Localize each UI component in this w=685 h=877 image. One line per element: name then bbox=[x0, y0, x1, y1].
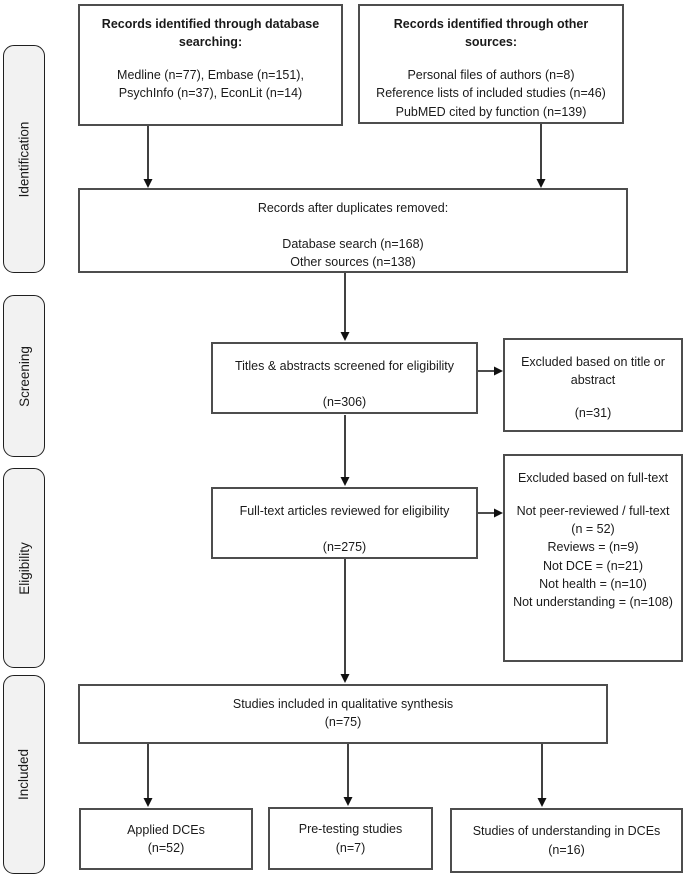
box-excluded-fulltext-title: Excluded based on full-text bbox=[517, 471, 669, 485]
box-other-sources-title: Records identified through other sources… bbox=[393, 17, 589, 50]
box-fulltext-reviewed-title: Full-text articles reviewed for eligibil… bbox=[239, 504, 450, 518]
stage-label-included: Included bbox=[3, 675, 45, 874]
stage-label-eligibility-text: Eligibility bbox=[16, 541, 32, 595]
box-database-search-line: Medline (n=77), Embase (n=151), bbox=[117, 68, 304, 83]
box-understanding-dces: Studies of understanding in DCEs (n=16) bbox=[450, 808, 683, 873]
box-database-search-line: PsychInfo (n=37), EconLit (n=14) bbox=[118, 86, 303, 101]
box-applied-dces: Applied DCEs (n=52) bbox=[79, 808, 253, 870]
box-titles-screened-title: Titles & abstracts screened for eligibil… bbox=[234, 359, 455, 373]
stage-label-identification: Identification bbox=[3, 45, 45, 273]
box-applied-dces-title: Applied DCEs bbox=[127, 822, 205, 837]
box-database-search: Records identified through database sear… bbox=[78, 4, 343, 126]
stage-label-identification-text: Identification bbox=[16, 121, 32, 197]
box-excluded-fulltext-line: Not understanding = (n=108) bbox=[513, 594, 673, 609]
box-excluded-title-abstract: Excluded based on title or abstract (n=3… bbox=[503, 338, 683, 432]
box-other-sources-line: Personal files of authors (n=8) bbox=[407, 68, 575, 83]
box-fulltext-reviewed-count: (n=275) bbox=[322, 540, 367, 555]
box-excluded-title-abstract-title: Excluded based on title or abstract bbox=[521, 355, 665, 388]
box-excluded-fulltext: Excluded based on full-text Not peer-rev… bbox=[503, 454, 683, 662]
box-other-sources-line: PubMED cited by function (n=139) bbox=[395, 104, 587, 119]
box-excluded-fulltext-line: Not DCE = (n=21) bbox=[542, 558, 644, 573]
box-qualitative-synthesis: Studies included in qualitative synthesi… bbox=[78, 684, 608, 744]
box-titles-screened: Titles & abstracts screened for eligibil… bbox=[211, 342, 478, 414]
box-titles-screened-count: (n=306) bbox=[322, 395, 367, 410]
box-excluded-fulltext-line: Reviews = (n=9) bbox=[547, 540, 639, 555]
box-qualitative-synthesis-title: Studies included in qualitative synthesi… bbox=[232, 697, 454, 711]
box-duplicates-removed: Records after duplicates removed: Databa… bbox=[78, 188, 628, 273]
stage-label-eligibility: Eligibility bbox=[3, 468, 45, 668]
box-pretesting-studies-count: (n=7) bbox=[335, 840, 366, 855]
stage-label-included-text: Included bbox=[16, 748, 32, 801]
box-duplicates-removed-line: Other sources (n=138) bbox=[290, 255, 416, 270]
box-other-sources: Records identified through other sources… bbox=[358, 4, 624, 124]
box-understanding-dces-count: (n=16) bbox=[548, 842, 585, 857]
box-understanding-dces-title: Studies of understanding in DCEs bbox=[472, 824, 661, 839]
box-pretesting-studies-title: Pre-testing studies bbox=[298, 822, 403, 837]
box-duplicates-removed-line: Database search (n=168) bbox=[282, 237, 424, 252]
stage-label-screening-text: Screening bbox=[16, 345, 32, 407]
box-duplicates-removed-title: Records after duplicates removed: bbox=[257, 201, 449, 215]
box-fulltext-reviewed: Full-text articles reviewed for eligibil… bbox=[211, 487, 478, 559]
box-applied-dces-count: (n=52) bbox=[147, 841, 185, 855]
box-qualitative-synthesis-count: (n=75) bbox=[324, 715, 362, 730]
box-database-search-title: Records identified through database sear… bbox=[101, 17, 320, 50]
stage-label-screening: Screening bbox=[3, 295, 45, 457]
box-excluded-fulltext-line: Not peer-reviewed / full-text (n = 52) bbox=[516, 504, 670, 537]
box-other-sources-line: Reference lists of included studies (n=4… bbox=[376, 86, 606, 101]
box-excluded-title-abstract-count: (n=31) bbox=[574, 406, 612, 421]
box-pretesting-studies: Pre-testing studies (n=7) bbox=[268, 807, 433, 870]
box-excluded-fulltext-line: Not health = (n=10) bbox=[539, 576, 647, 591]
